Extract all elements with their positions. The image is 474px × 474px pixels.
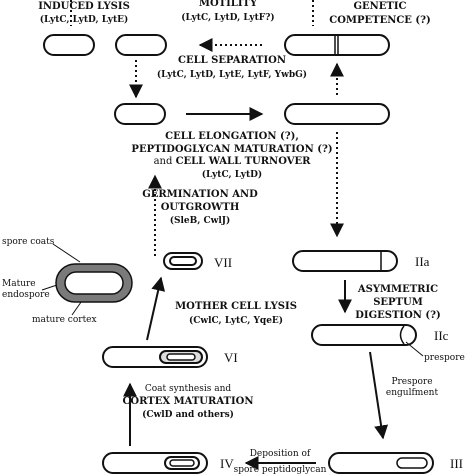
genetic-title: GENETIC [353, 1, 406, 12]
mature-label: Mature [2, 279, 36, 289]
induced-lysis-title: INDUCED LYSIS [38, 1, 130, 12]
spore-coats-label: spore coats [2, 237, 55, 247]
engulfment-line-1: Prespore [391, 377, 432, 387]
asymmetric-line-3: DIGESTION (?) [355, 310, 441, 321]
newborn-cell [114, 103, 166, 125]
asymmetric-line-1: ASYMMETRIC [357, 284, 438, 295]
stage-iv-spore-inner [169, 459, 195, 467]
engulfment-arrow [369, 351, 389, 440]
germination-genes: (SleB, CwlJ) [170, 215, 231, 226]
elongation-line-2: PEPTIDOGLYCAN MATURATION (?) [131, 144, 332, 155]
motility-title: MOTILITY [199, 0, 258, 9]
germination-line-1: GERMINATION AND [142, 189, 258, 200]
prespore-pointer [405, 341, 424, 357]
stage-vi-spore-inner [166, 353, 196, 361]
mother-lysis-genes: (CwlC, LytC, YqeE) [189, 315, 283, 326]
competence-title: COMPETENCE (?) [329, 15, 430, 26]
stage-iic-label: IIc [434, 328, 449, 343]
elongation-line-3: and CELL WALL TURNOVER [154, 156, 312, 167]
mother-lysis-title: MOTHER CELL LYSIS [175, 301, 297, 312]
free-spore-inner [169, 256, 197, 266]
mother-lysis-arrow [146, 276, 166, 341]
mature-cortex-label: mature cortex [32, 315, 97, 325]
deposition-line-2: spore peptidoglycan [234, 465, 327, 474]
elongation-genes: (LytC, LytD) [202, 169, 262, 180]
engulfment-line-2: engulfment [386, 388, 439, 398]
stage-vii-label: VII [214, 255, 232, 270]
elongated-cell [284, 103, 390, 125]
deposition-line-1: Deposition of [250, 449, 311, 459]
separated-cell-left [43, 34, 95, 56]
stage-iic-cell [311, 324, 417, 346]
asymmetric-line-2: SEPTUM [373, 297, 423, 308]
stage-iii-label: III [450, 456, 463, 471]
dividing-cell [284, 34, 390, 56]
prespore-septum [399, 325, 405, 345]
endospore-label: endospore [2, 290, 50, 300]
forespore [396, 457, 428, 469]
coat-line-1: Coat synthesis and [145, 384, 232, 394]
cell-separation-genes: (LytC, LytD, LytE, LytF, YwbG) [157, 69, 307, 80]
germination-line-2: OUTGROWTH [161, 202, 240, 213]
endospore-core [64, 271, 124, 295]
elongation-line-1: CELL ELONGATION (?), [165, 131, 299, 142]
prespore-label: prespore [424, 353, 465, 363]
stage-iia-cell [292, 250, 398, 272]
cell-separation-title: CELL SEPARATION [178, 55, 286, 66]
separated-cell-right [115, 34, 167, 56]
stage-iia-label: IIa [415, 254, 430, 269]
coat-line-2: CORTEX MATURATION [122, 396, 253, 407]
stage-iv-label: IV [220, 456, 234, 471]
spore-coats-pointer [52, 243, 81, 263]
coat-genes: (CwlD and others) [142, 409, 234, 420]
induced-lysis-genes: (LytC, LytD, LytE) [40, 14, 129, 25]
stage-vi-label: VI [224, 350, 238, 365]
motility-genes: (LytC, LytD, LytF?) [181, 12, 274, 23]
